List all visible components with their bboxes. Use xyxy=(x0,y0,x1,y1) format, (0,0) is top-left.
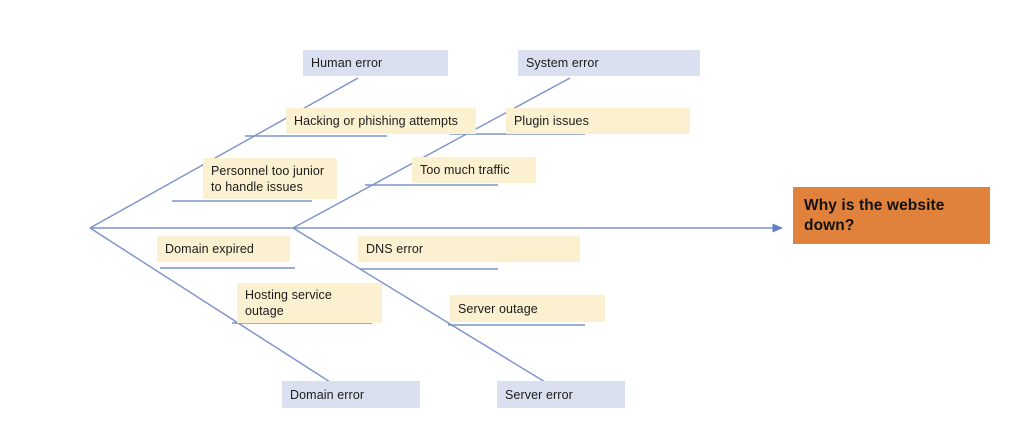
cause-box-plugin-issues[interactable]: Plugin issues xyxy=(506,108,690,134)
cause-label: Too much traffic xyxy=(420,163,510,177)
effect-label: Why is the website down? xyxy=(804,196,945,234)
category-box-system-error[interactable]: System error xyxy=(518,50,700,76)
cause-box-too-much-traffic[interactable]: Too much traffic xyxy=(412,157,536,183)
category-box-server-error[interactable]: Server error xyxy=(497,381,625,408)
rib-system-error xyxy=(292,77,571,229)
cause-box-hosting-service-outage[interactable]: Hosting service outage xyxy=(237,283,382,323)
cause-label: Domain expired xyxy=(165,242,254,256)
category-label: Server error xyxy=(505,387,573,402)
cause-box-hacking-or-phishing-attempts[interactable]: Hacking or phishing attempts xyxy=(286,108,476,134)
cause-label: Plugin issues xyxy=(514,114,589,128)
cause-label: Server outage xyxy=(458,301,538,316)
cause-box-server-outage[interactable]: Server outage xyxy=(450,295,605,322)
category-box-human-error[interactable]: Human error xyxy=(303,50,448,76)
rib-human-error xyxy=(89,77,359,229)
cause-label: Personnel too junior to handle issues xyxy=(211,163,325,194)
cause-box-dns-error[interactable]: DNS error xyxy=(358,236,580,262)
category-label: Domain error xyxy=(290,387,365,402)
cause-label: DNS error xyxy=(366,242,424,256)
cause-box-domain-expired[interactable]: Domain expired xyxy=(157,236,290,262)
effect-box-problem-statement[interactable]: Why is the website down? xyxy=(793,187,990,244)
category-label: Human error xyxy=(311,56,383,70)
cause-label: Hacking or phishing attempts xyxy=(294,114,458,128)
category-box-domain-error[interactable]: Domain error xyxy=(282,381,420,408)
category-label: System error xyxy=(526,56,599,70)
cause-box-personnel-too-junior[interactable]: Personnel too junior to handle issues xyxy=(203,158,337,199)
cause-label: Hosting service outage xyxy=(245,288,332,318)
